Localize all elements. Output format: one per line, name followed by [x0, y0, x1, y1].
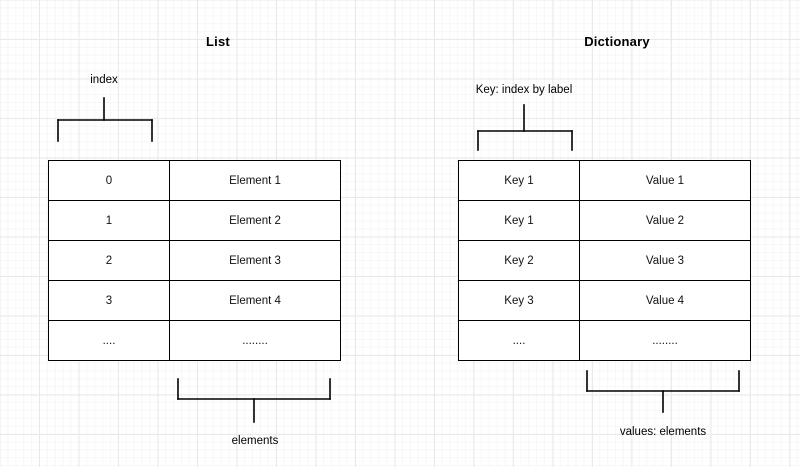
list-bottom-annotation-label: elements — [231, 435, 279, 447]
list-index-cell: 3 — [48, 280, 170, 321]
dictionary-key-cell: Key 1 — [458, 200, 580, 241]
dictionary-key-cell: Key 2 — [458, 240, 580, 281]
table-row: .... ........ — [458, 320, 751, 361]
page-title-dictionary: Dictionary — [584, 34, 650, 49]
list-index-bracket — [56, 97, 154, 144]
dictionary-key-cell: .... — [458, 320, 580, 361]
table-row: .... ........ — [48, 320, 341, 361]
dictionary-table-body: Key 1 Value 1 Key 1 Value 2 Key 2 Value … — [458, 160, 751, 361]
dictionary-key-cell: Key 3 — [458, 280, 580, 321]
dictionary-table: Key 1 Value 1 Key 1 Value 2 Key 2 Value … — [458, 160, 751, 361]
list-index-cell: .... — [48, 320, 170, 361]
list-elements-bracket — [177, 378, 333, 425]
list-top-annotation-label: index — [90, 74, 118, 86]
page-title-list: List — [206, 34, 230, 49]
table-row: 0 Element 1 — [48, 160, 341, 201]
table-row: 2 Element 3 — [48, 240, 341, 281]
dictionary-values-bracket — [586, 370, 742, 417]
dictionary-key-bracket — [476, 104, 574, 151]
list-table-body: 0 Element 1 1 Element 2 2 Element 3 3 El… — [48, 160, 341, 361]
list-element-cell: Element 4 — [169, 280, 341, 321]
dictionary-value-cell: ........ — [579, 320, 751, 361]
dictionary-top-annotation-label: Key: index by label — [475, 84, 573, 96]
dictionary-key-cell: Key 1 — [458, 160, 580, 201]
list-element-cell: ........ — [169, 320, 341, 361]
list-index-cell: 1 — [48, 200, 170, 241]
dictionary-value-cell: Value 1 — [579, 160, 751, 201]
list-index-cell: 0 — [48, 160, 170, 201]
dictionary-value-cell: Value 2 — [579, 200, 751, 241]
list-table: 0 Element 1 1 Element 2 2 Element 3 3 El… — [48, 160, 341, 361]
dictionary-bottom-annotation-label: values: elements — [619, 426, 707, 438]
dictionary-value-cell: Value 4 — [579, 280, 751, 321]
list-index-cell: 2 — [48, 240, 170, 281]
list-element-cell: Element 2 — [169, 200, 341, 241]
table-row: 3 Element 4 — [48, 280, 341, 321]
table-row: Key 3 Value 4 — [458, 280, 751, 321]
table-row: 1 Element 2 — [48, 200, 341, 241]
table-row: Key 1 Value 2 — [458, 200, 751, 241]
table-row: Key 2 Value 3 — [458, 240, 751, 281]
table-row: Key 1 Value 1 — [458, 160, 751, 201]
dictionary-value-cell: Value 3 — [579, 240, 751, 281]
list-element-cell: Element 3 — [169, 240, 341, 281]
list-element-cell: Element 1 — [169, 160, 341, 201]
